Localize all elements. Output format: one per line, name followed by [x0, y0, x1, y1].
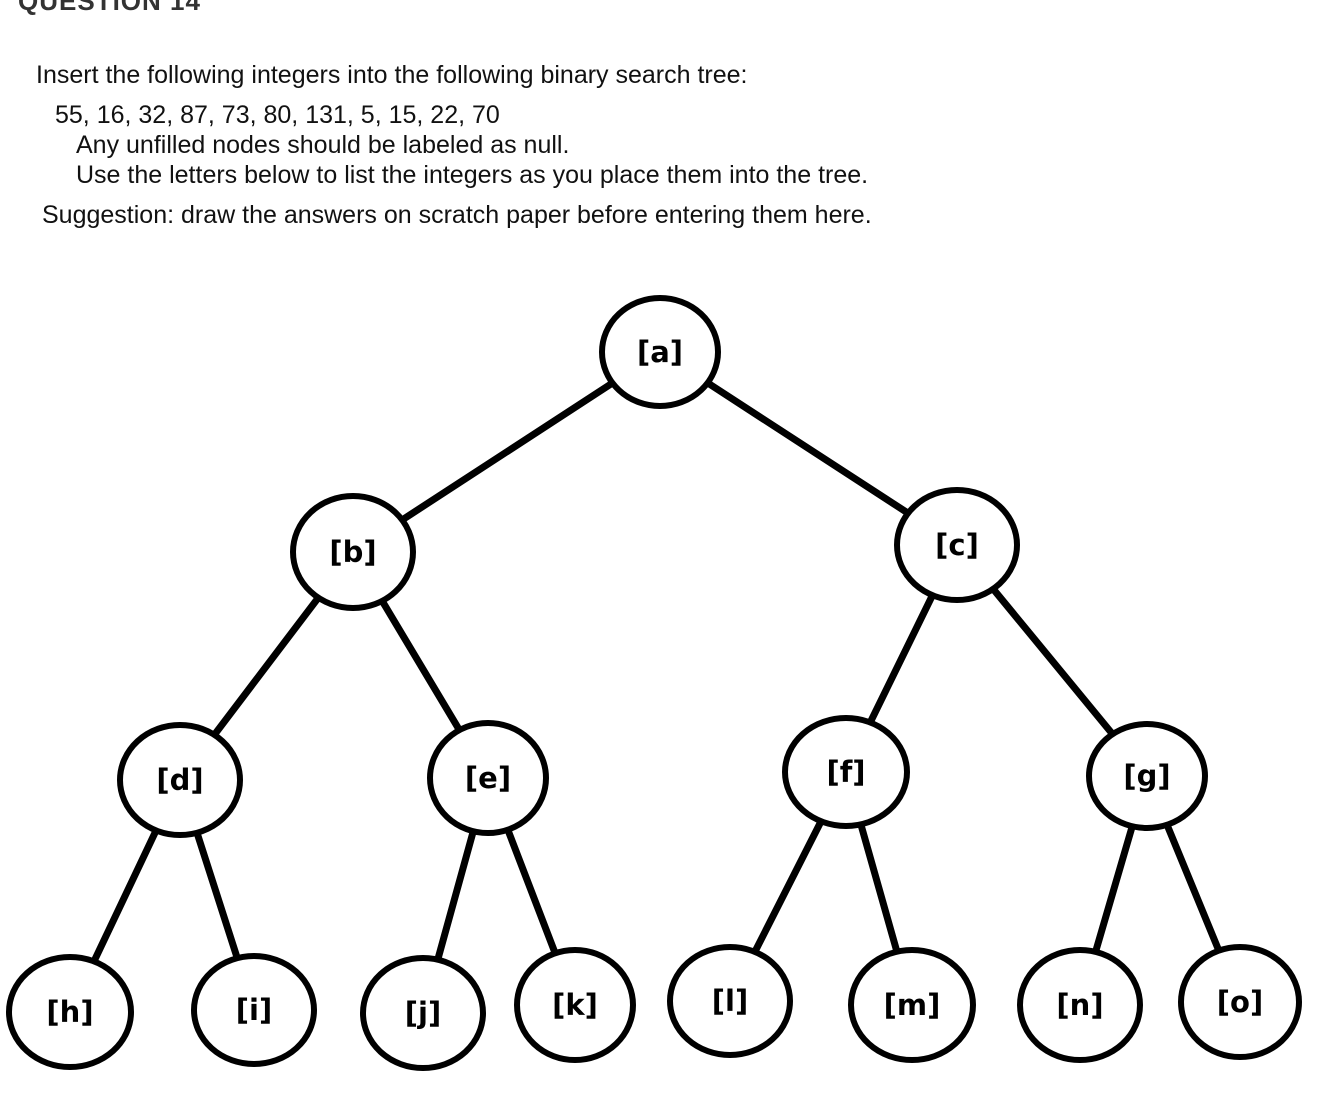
- instruction-text: Insert the following integers into the f…: [36, 61, 748, 89]
- node-circle-j: [360, 955, 486, 1071]
- node-circle-o: [1178, 944, 1302, 1060]
- edge-c-f: [867, 592, 936, 726]
- node-label-m: [m]: [884, 988, 941, 1022]
- edge-f-m: [857, 822, 900, 954]
- edge-b-e: [379, 598, 463, 733]
- node-circle-g: [1086, 721, 1208, 831]
- edge-a-b: [398, 379, 617, 524]
- tree-node-e: [e]: [427, 720, 549, 836]
- node-label-n: [n]: [1056, 988, 1103, 1022]
- edge-g-o: [1164, 822, 1222, 953]
- node-circle-h: [6, 954, 134, 1070]
- node-label-d: [d]: [156, 763, 203, 797]
- node-label-a: [a]: [637, 335, 683, 369]
- tree-node-b: [b]: [290, 493, 416, 611]
- question-header: QUESTION 14: [18, 0, 201, 16]
- node-circle-b: [290, 493, 416, 611]
- node-label-k: [k]: [552, 988, 598, 1022]
- tree-node-h: [h]: [6, 954, 134, 1070]
- tree-edges: [90, 379, 1222, 964]
- tree-nodes: [a] [b] [c] [d] [e] [f] [g] [h] [i] [j] [k] [l] [m] […: [6, 295, 1302, 1071]
- node-label-l: [l]: [712, 984, 748, 1018]
- suggestion-text: Suggestion: draw the answers on scratch …: [42, 201, 872, 229]
- node-circle-i: [191, 953, 317, 1067]
- edge-a-c: [703, 379, 913, 518]
- node-label-g: [g]: [1123, 759, 1170, 793]
- integer-list: 55, 16, 32, 87, 73, 80, 131, 5, 15, 22, …: [55, 101, 500, 129]
- edge-b-d: [211, 594, 322, 739]
- node-circle-a: [599, 295, 721, 409]
- node-circle-m: [848, 947, 976, 1063]
- edge-c-g: [989, 585, 1117, 738]
- tree-node-f: [f]: [782, 715, 910, 829]
- tree-node-l: [l]: [667, 944, 793, 1058]
- tree-node-g: [g]: [1086, 721, 1208, 831]
- node-circle-f: [782, 715, 910, 829]
- node-circle-k: [514, 947, 636, 1063]
- node-circle-c: [894, 487, 1020, 603]
- tree-node-k: [k]: [514, 947, 636, 1063]
- tree-node-a: [a]: [599, 295, 721, 409]
- tree-node-m: [m]: [848, 947, 976, 1063]
- edge-f-l: [751, 818, 825, 955]
- edge-g-n: [1092, 824, 1136, 954]
- tree-node-c: [c]: [894, 487, 1020, 603]
- edge-e-k: [504, 827, 559, 956]
- node-label-h: [h]: [46, 995, 93, 1029]
- edge-e-j: [434, 829, 477, 962]
- letters-instruction: Use the letters below to list the intege…: [76, 161, 869, 189]
- node-circle-n: [1017, 947, 1143, 1063]
- node-circle-d: [117, 722, 243, 838]
- node-label-j: [j]: [405, 996, 441, 1030]
- node-label-b: [b]: [329, 535, 376, 569]
- null-instruction: Any unfilled nodes should be labeled as …: [76, 131, 570, 159]
- node-label-i: [i]: [236, 993, 272, 1027]
- tree-node-d: [d]: [117, 722, 243, 838]
- tree-node-n: [n]: [1017, 947, 1143, 1063]
- edge-d-h: [90, 828, 160, 964]
- tree-node-o: [o]: [1178, 944, 1302, 1060]
- node-label-f: [f]: [826, 755, 865, 789]
- node-label-e: [e]: [465, 761, 511, 795]
- node-circle-l: [667, 944, 793, 1058]
- tree-node-i: [i]: [191, 953, 317, 1067]
- edge-d-i: [194, 830, 241, 961]
- node-label-o: [o]: [1217, 985, 1263, 1019]
- node-circle-e: [427, 720, 549, 836]
- tree-node-j: [j]: [360, 955, 486, 1071]
- node-label-c: [c]: [935, 528, 979, 562]
